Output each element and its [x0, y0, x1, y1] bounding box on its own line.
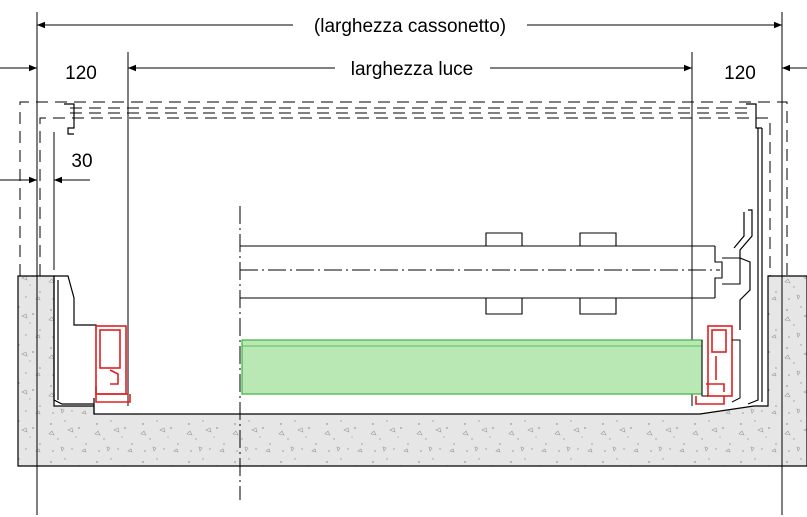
box-outline-dashed	[19, 101, 788, 276]
side-gap-label: 30	[71, 151, 92, 172]
left-margin-label: 120	[65, 63, 97, 84]
overall-width-label: (larghezza cassonetto)	[314, 16, 506, 37]
right-margin-label: 120	[724, 63, 756, 84]
glass-pane	[241, 339, 703, 395]
right-bracket	[733, 209, 753, 330]
center-axis	[239, 206, 720, 500]
left-window-profile	[95, 325, 131, 403]
right-window-profile	[695, 325, 733, 405]
concrete-slab	[17, 275, 807, 467]
roller-tube	[240, 232, 741, 315]
right-frame	[701, 339, 741, 403]
dimension-texts: (larghezza cassonetto) larghezza luce 12…	[65, 16, 756, 172]
opening-width-label: larghezza luce	[351, 59, 474, 80]
dimension-lines	[0, 12, 807, 515]
box-walls	[53, 103, 763, 414]
